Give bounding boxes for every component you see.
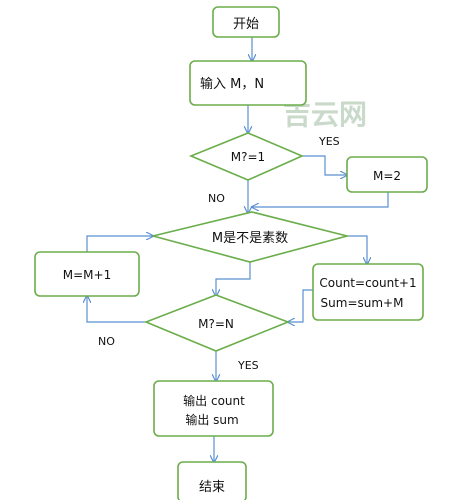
node-set-m2-label: M=2 [373, 169, 401, 183]
label-no-m1: NO [208, 192, 225, 205]
node-update: Count=count+1 Sum=sum+M [312, 263, 424, 321]
node-update-line2: Sum=sum+M [321, 296, 404, 310]
arrow-yes-to-set-m2 [302, 155, 347, 175]
node-check-m1-label: M?=1 [231, 150, 265, 164]
node-start: 开始 [212, 6, 280, 38]
node-check-mn-label: M?=N [198, 317, 234, 331]
connectors [86, 37, 389, 462]
node-end-label: 结束 [199, 480, 225, 495]
node-output: 输出 count 输出 sum [153, 380, 274, 437]
node-output-line2: 输出 sum [185, 412, 238, 427]
node-is-prime-label: M是不是素数 [212, 231, 288, 246]
node-start-label: 开始 [233, 17, 259, 32]
label-yes-m1: YES [318, 135, 340, 148]
label-yes-mn: YES [237, 359, 259, 372]
node-input-label: 输入 M，N [200, 76, 264, 92]
arrow-increment-to-is-prime [86, 236, 153, 252]
arrow-update-to-check-mn [288, 289, 313, 322]
node-end: 结束 [177, 461, 247, 500]
node-output-line1: 输出 count [183, 393, 245, 408]
node-set-m2: M=2 [346, 156, 428, 193]
node-increment-label: M=M+1 [63, 268, 111, 282]
label-no-mn: NO [98, 335, 115, 348]
node-check-m1: M?=1 [188, 132, 305, 181]
node-input: 输入 M，N [189, 60, 307, 106]
arrow-mn-no-to-increment [87, 296, 146, 323]
node-increment: M=M+1 [34, 251, 140, 297]
node-is-prime: M是不是素数 [152, 211, 351, 263]
node-check-mn: M?=N [143, 294, 291, 352]
arrow-prime-no-to-check-mn [216, 262, 251, 296]
arrow-set-m2-to-merge [252, 192, 389, 207]
node-update-line1: Count=count+1 [319, 276, 416, 290]
arrow-prime-yes-to-update [347, 235, 367, 264]
